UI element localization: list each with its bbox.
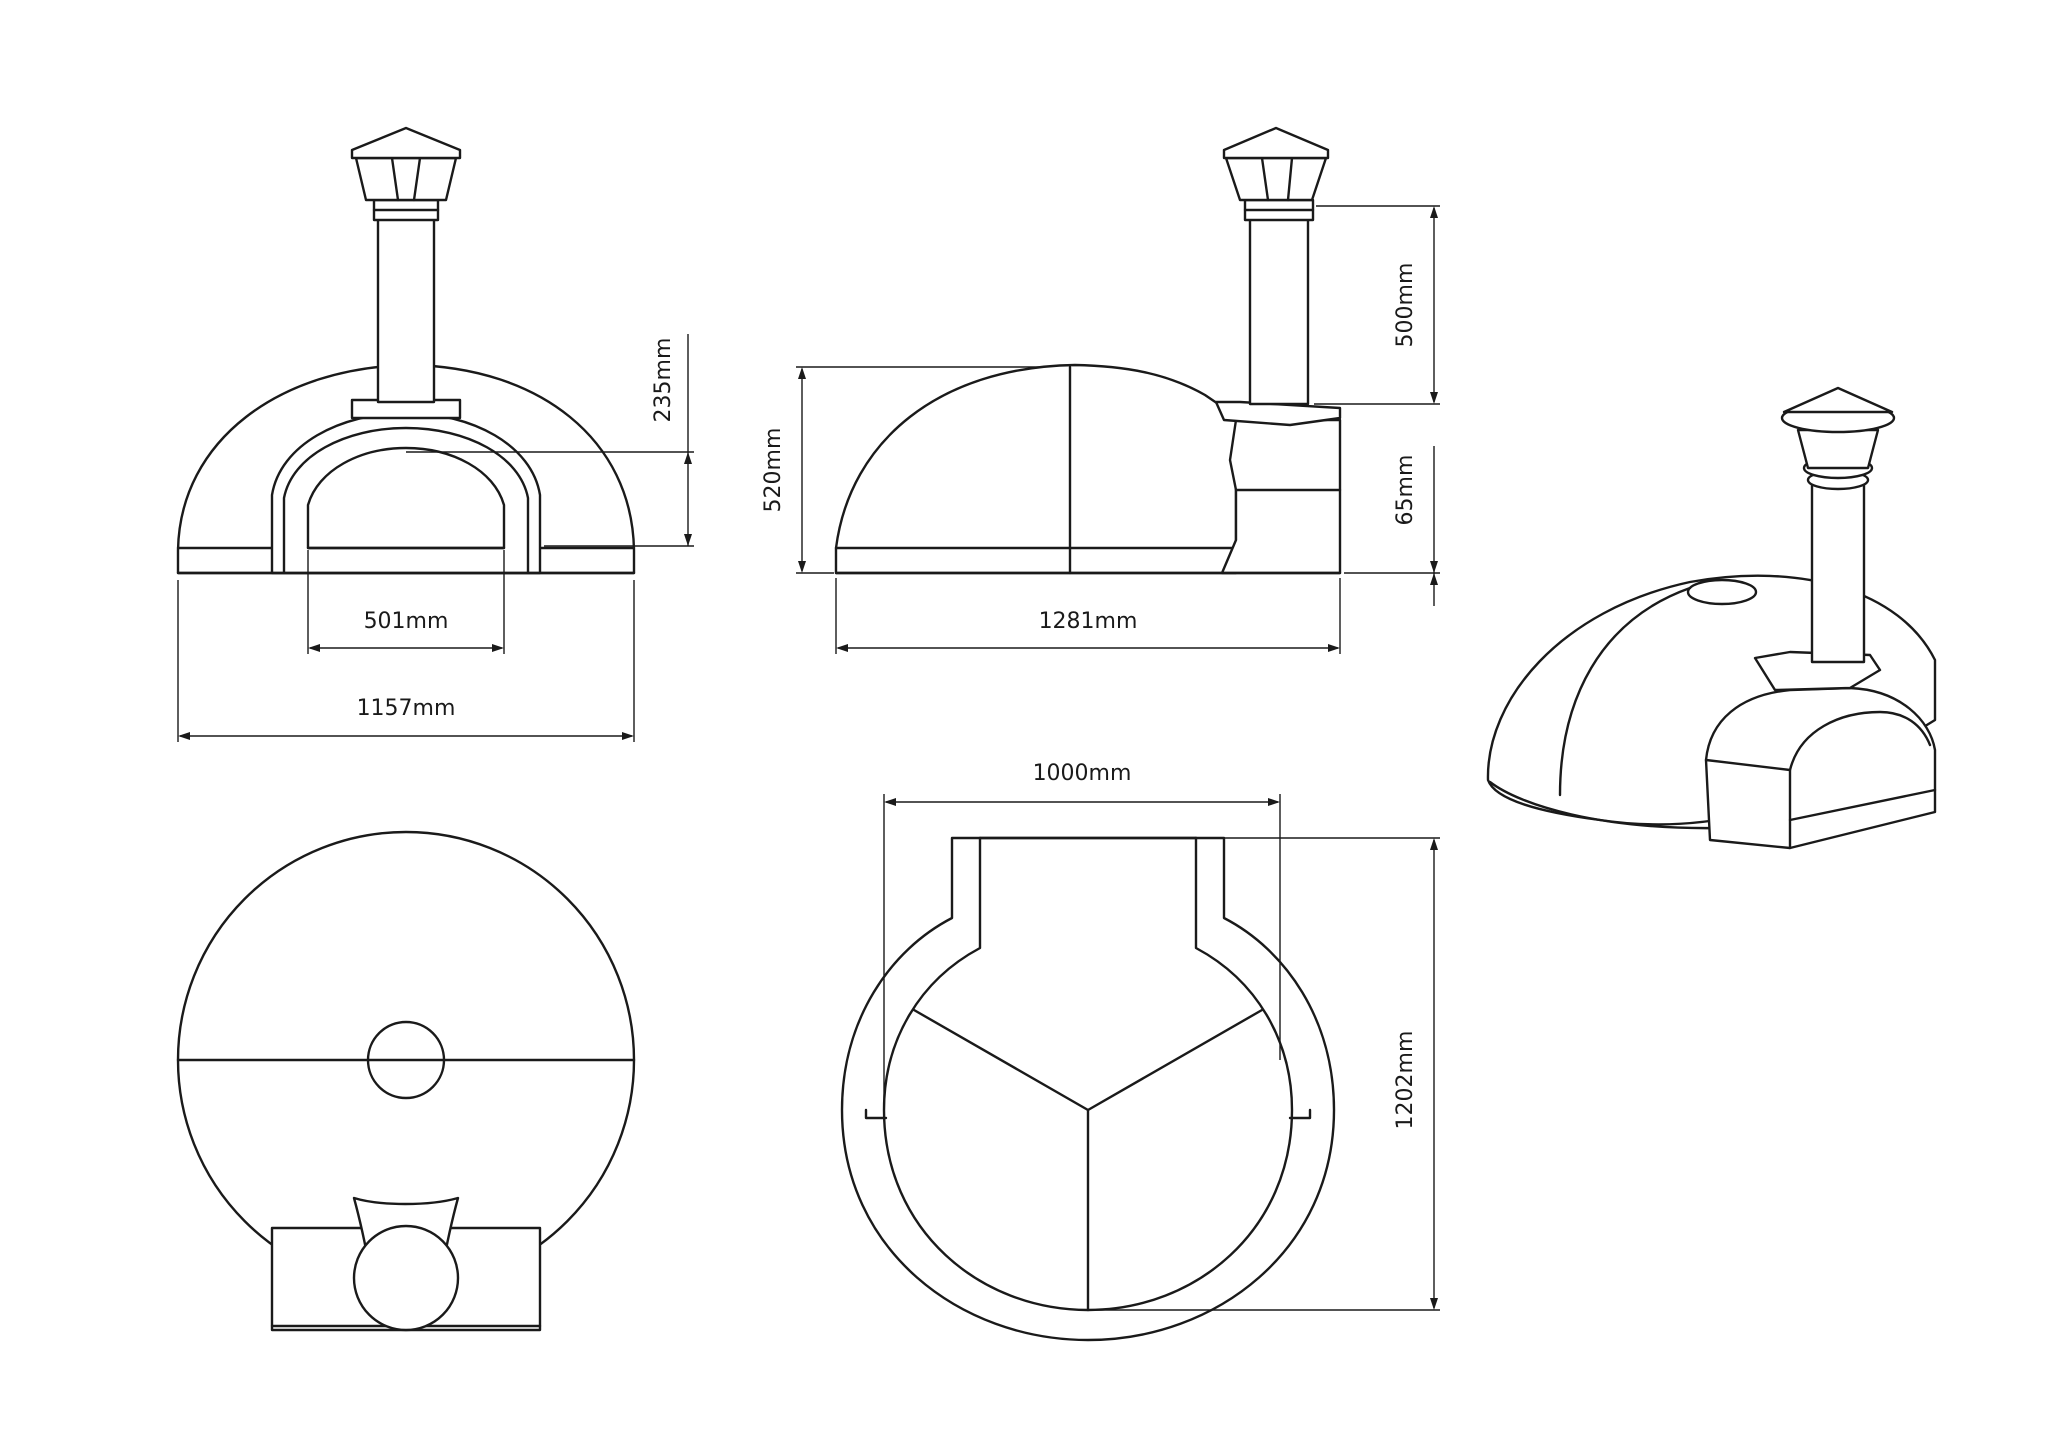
iso-top-vent	[1686, 578, 1758, 606]
top-vent	[366, 1020, 446, 1100]
iso-door-frame	[1704, 686, 1937, 850]
floor-dimensions: 1000mm 1202mm	[883, 761, 1440, 1311]
floor-plan	[840, 836, 1336, 1342]
front-chimney	[376, 216, 436, 404]
front-view	[176, 126, 636, 575]
iso-chimney	[1810, 478, 1866, 664]
side-door-box	[1220, 418, 1342, 575]
side-chimney	[1248, 216, 1310, 406]
opening-height-label: 235mm	[651, 338, 676, 423]
top-width-label: 1000mm	[1033, 761, 1132, 786]
side-length-label: 1281mm	[1039, 609, 1138, 634]
top-view	[176, 830, 636, 1332]
iso-chimney-cap	[1796, 428, 1880, 470]
front-collar	[350, 398, 462, 420]
front-width-label: 1157mm	[357, 696, 456, 721]
isometric-view	[1486, 386, 1937, 850]
side-chimney-cap	[1224, 156, 1328, 202]
floor-outer	[840, 836, 1336, 1342]
side-height-label: 520mm	[761, 428, 786, 513]
front-chimney-cap	[354, 156, 458, 202]
top-depth-label: 1202mm	[1393, 1031, 1418, 1130]
front-dimensions: 501mm 1157mm 235mm	[177, 334, 694, 742]
side-view	[834, 126, 1342, 575]
top-chimney-circle	[352, 1224, 460, 1332]
side-dimensions: 1281mm 520mm 500mm 65mm	[761, 205, 1440, 654]
base-height-label: 65mm	[1393, 455, 1418, 526]
opening-width-label: 501mm	[364, 609, 449, 634]
side-dome	[834, 363, 1238, 575]
chimney-height-label: 500mm	[1393, 263, 1418, 348]
